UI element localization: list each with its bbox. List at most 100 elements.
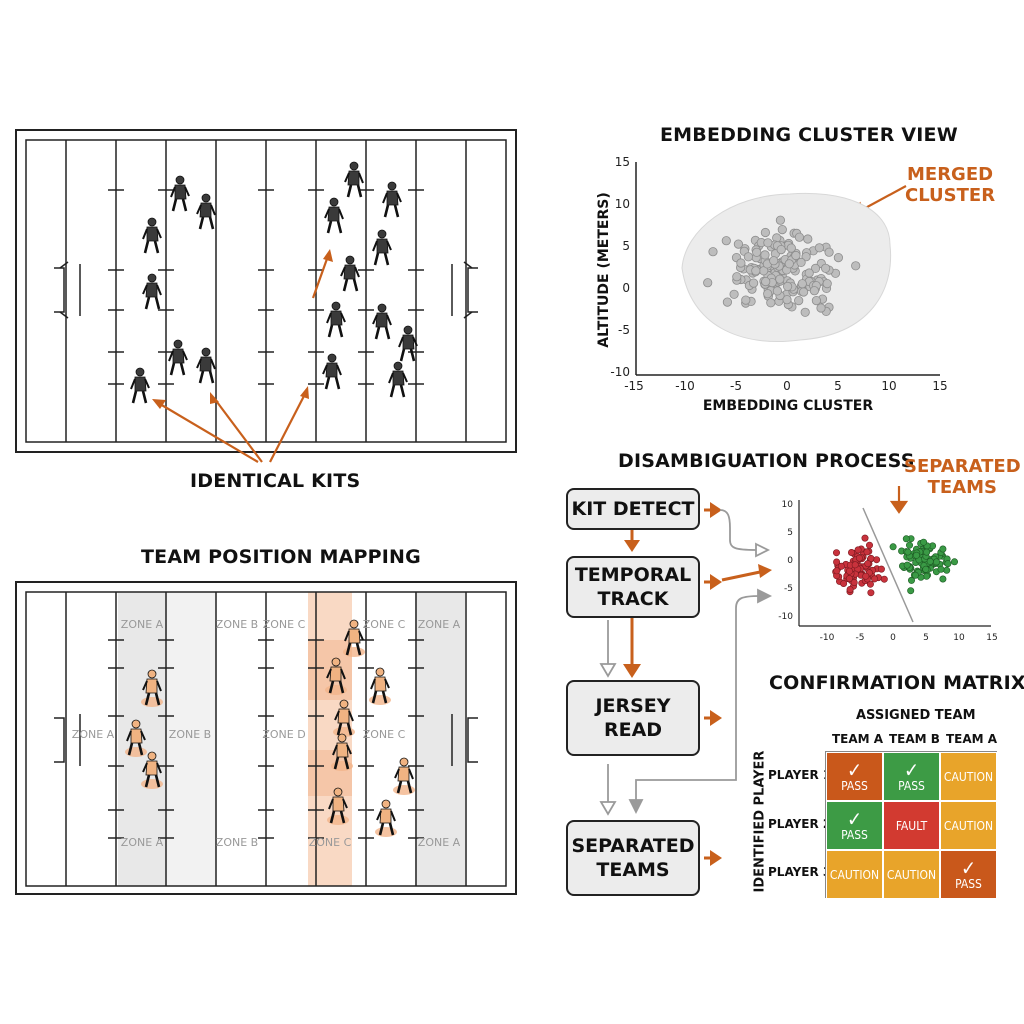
matrix-cell-text: PASS <box>955 876 982 891</box>
player-figure <box>196 347 216 384</box>
identical-kits-label: IDENTICAL KITS <box>190 470 361 492</box>
player-figure <box>388 361 408 398</box>
step-kit-detect[interactable]: KIT DETECT <box>566 488 700 530</box>
check-icon: ✓ <box>846 806 863 831</box>
cluster-point <box>775 274 785 284</box>
team-green-point <box>939 545 947 553</box>
cluster-point <box>722 297 732 307</box>
player-figure-orange <box>326 657 346 694</box>
player-figure-orange <box>344 619 364 656</box>
matrix-cell: ✓PASS <box>826 752 883 801</box>
cluster-point <box>824 247 834 257</box>
zone-label: ZONE C <box>363 728 406 741</box>
team-red-point <box>845 575 853 583</box>
player-figure <box>170 175 190 212</box>
team-red-point <box>873 556 881 564</box>
cluster-point <box>729 289 739 299</box>
y-tick-label: 10 <box>615 197 630 211</box>
matrix-row-header: IDENTIFIED PLAYER <box>752 750 768 893</box>
y-tick-label: 0 <box>787 556 793 566</box>
y-tick-label: -10 <box>610 365 630 379</box>
team-red-point <box>877 565 885 573</box>
player-figure-orange <box>334 699 354 736</box>
matrix-cell: CAUTION <box>883 850 940 899</box>
team-red-point <box>867 589 875 597</box>
team-red-point <box>871 575 879 583</box>
cluster-point <box>811 296 821 306</box>
team-red-point <box>866 580 874 588</box>
disambiguation-title: DISAMBIGUATION PROCESS <box>618 450 915 472</box>
embedding-xlabel: EMBEDDING CLUSTER <box>703 398 874 414</box>
team-green-point <box>920 538 928 546</box>
player-figure-orange <box>142 751 162 788</box>
team-red-point <box>867 554 875 562</box>
step-jersey-read[interactable]: JERSEY READ <box>566 680 700 756</box>
matrix-row-2: PLAYER 3 <box>768 865 832 879</box>
player-figure <box>130 367 150 404</box>
matrix-cell: ✓PASS <box>883 752 940 801</box>
team-green-point <box>889 543 897 551</box>
team-red-point <box>832 549 840 557</box>
team-green-point <box>944 560 952 568</box>
matrix-cell-text: CAUTION <box>943 818 994 833</box>
team-green-point <box>943 566 951 574</box>
player-figure-orange <box>328 787 348 824</box>
cluster-point <box>766 298 776 308</box>
x-tick-label: 15 <box>932 379 947 393</box>
cluster-point <box>775 215 785 225</box>
player-figure <box>382 181 402 218</box>
cluster-point <box>733 239 743 249</box>
team-red-point <box>851 561 859 569</box>
zone-label: ZONE A <box>72 728 115 741</box>
cluster-point <box>786 243 796 253</box>
cluster-point <box>804 268 814 278</box>
player-figure <box>142 273 162 310</box>
zone-label: ZONE D <box>262 728 305 741</box>
cluster-point <box>760 227 770 238</box>
cluster-point <box>721 236 731 246</box>
cluster-point <box>736 258 746 268</box>
team-red-point <box>833 567 841 575</box>
cluster-point <box>851 261 861 271</box>
matrix-cell-text: CAUTION <box>886 867 937 882</box>
team-position-mapping-title: TEAM POSITION MAPPING <box>141 546 421 568</box>
cluster-point <box>772 286 782 296</box>
zone-label: ZONE C <box>309 836 352 849</box>
step-temporal-track[interactable]: TEMPORAL TRACK <box>566 556 700 618</box>
team-red-point <box>846 567 854 575</box>
embedding-ylabel: ALTITUDE (METERS) <box>596 192 612 347</box>
y-tick-label: -5 <box>618 323 630 337</box>
player-figure-orange <box>332 733 352 770</box>
x-tick-label: -5 <box>730 379 742 393</box>
player-figure-orange <box>394 757 414 794</box>
embedding-title: EMBEDDING CLUSTER VIEW <box>660 124 958 146</box>
check-icon: ✓ <box>846 757 863 782</box>
team-green-point <box>902 535 910 543</box>
player-figure <box>324 197 344 234</box>
check-icon: ✓ <box>903 757 920 782</box>
team-green-point <box>911 571 919 579</box>
team-red-point <box>854 546 862 554</box>
x-tick-label: 0 <box>783 379 791 393</box>
cluster-point <box>708 247 718 257</box>
team-green-point <box>922 565 930 573</box>
cluster-point <box>814 243 824 253</box>
player-figure-orange <box>142 669 162 706</box>
x-tick-label: 10 <box>953 633 965 643</box>
cluster-point <box>732 272 742 282</box>
step-separated-teams[interactable]: SEPARATED TEAMS <box>566 820 700 896</box>
zone-label: ZONE B <box>216 836 258 849</box>
matrix-title: CONFIRMATION MATRIX <box>769 672 1024 694</box>
x-tick-label: -10 <box>675 379 695 393</box>
team-red-point <box>850 579 858 587</box>
matrix-cell-text: CAUTION <box>943 769 994 784</box>
player-figure-orange <box>376 799 396 836</box>
matrix-cell: CAUTION <box>940 752 997 801</box>
team-green-point <box>908 576 916 584</box>
team-green-point <box>903 561 911 569</box>
y-tick-label: 5 <box>622 239 630 253</box>
x-tick-label: 5 <box>834 379 842 393</box>
